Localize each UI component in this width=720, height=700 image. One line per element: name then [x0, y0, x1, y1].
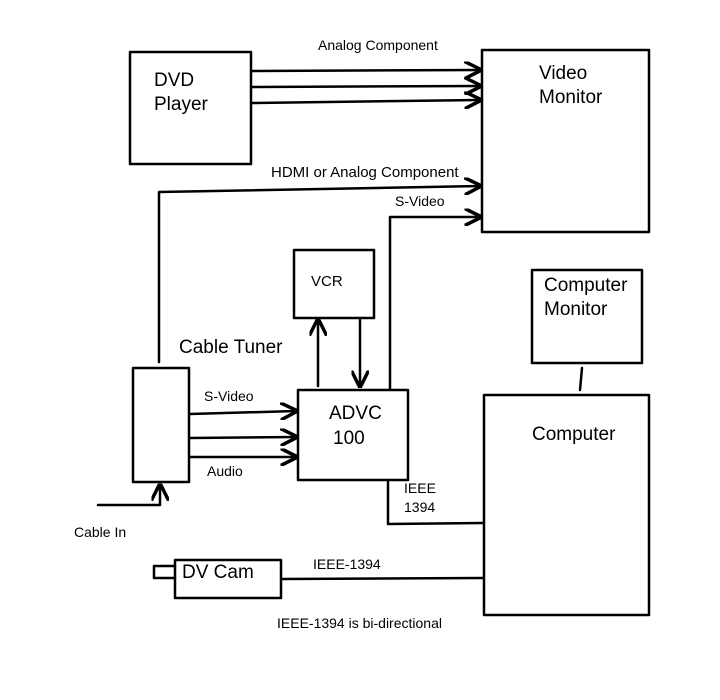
- computer-label: Computer: [532, 424, 616, 445]
- dv-cam-lens: [152, 564, 177, 580]
- ieee-dvcam-line: [280, 576, 485, 581]
- audio-arrow-1: [188, 437, 296, 438]
- svideo-advc-arrow: [188, 411, 296, 414]
- hdmi-or-analog-label: HDMI or Analog Component: [271, 164, 459, 181]
- ieee-advc-label-2: 1394: [404, 499, 435, 515]
- video-monitor-box: Video Monitor: [480, 48, 651, 234]
- analog-component-arrow-2: [250, 86, 480, 87]
- video-monitor-label-2: Monitor: [539, 87, 603, 108]
- vcr-label: VCR: [311, 273, 343, 290]
- bidirectional-note: IEEE-1394 is bi-directional: [277, 615, 442, 631]
- computer-monitor-box: Computer Monitor: [530, 268, 644, 365]
- cable-tuner-label: Cable Tuner: [179, 337, 283, 358]
- computer-monitor-label-1: Computer: [544, 275, 628, 296]
- analog-component-label: Analog Component: [318, 37, 438, 53]
- svideo-monitor-label: S-Video: [395, 193, 445, 209]
- cable-in-label: Cable In: [74, 524, 126, 540]
- ieee-advc-label-1: IEEE: [404, 480, 436, 496]
- computer-monitor-label-2: Monitor: [544, 299, 608, 320]
- dv-cam-label: DV Cam: [182, 562, 254, 583]
- video-monitor-label-1: Video: [539, 63, 587, 84]
- monitor-cable: [578, 366, 584, 392]
- dvd-player-label-1: DVD: [154, 70, 194, 91]
- ieee-dvcam-label: IEEE-1394: [313, 556, 381, 572]
- svideo-advc-label: S-Video: [204, 388, 254, 404]
- vcr-box: VCR: [292, 248, 376, 320]
- computer-box: Computer: [482, 393, 651, 617]
- analog-component-arrow-1: [250, 70, 480, 71]
- hdmi-arrow: [157, 186, 480, 364]
- dvd-player-label-2: Player: [154, 94, 209, 115]
- ieee-advc-line: [386, 480, 485, 526]
- dvd-player-box: DVD Player: [128, 50, 253, 166]
- advc-box: ADVC 100: [296, 388, 410, 482]
- analog-component-arrow-3: [250, 100, 480, 103]
- svideo-monitor-arrow: [388, 217, 480, 390]
- cable-in-arrow: [96, 485, 160, 507]
- advc-label-1: ADVC: [329, 403, 382, 424]
- audio-label: Audio: [207, 463, 243, 479]
- cable-tuner-box: [131, 366, 191, 484]
- dv-cam-box: DV Cam: [152, 558, 283, 600]
- advc-label-2: 100: [333, 428, 365, 449]
